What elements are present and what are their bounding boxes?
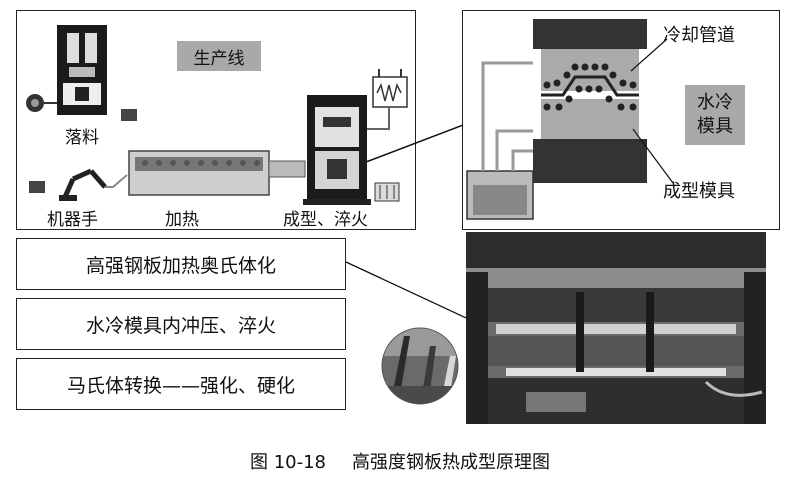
figure-number: 图 10-18 [249,452,327,473]
process-step-1: 高强钢板加热奥氏体化 [16,238,346,290]
die-drawing [466,19,674,220]
hot-stamping-photo [466,232,766,424]
figure-title: 高强度钢板热成型原理图 [352,452,551,473]
water-cooled-die-label: 水冷 模具 [685,85,745,145]
forming-press [303,95,371,205]
process-step-3: 马氏体转换——强化、硬化 [16,358,346,410]
figure-caption: 图 10-18 高强度钢板热成型原理图 [0,448,800,474]
heating-label: 加热 [165,210,199,230]
blanking-label: 落料 [65,128,99,148]
production-line-panel: 生产线 落料 机器手 加热 成型、淬火 [16,10,416,230]
production-line-drawing [26,25,408,205]
forming-die-label: 成型模具 [663,181,735,202]
control-box [121,109,137,121]
forming-label: 成型、淬火 [283,210,368,230]
cooling-unit [374,182,400,202]
production-line-title: 生产线 [177,41,261,71]
steel-coil [26,94,57,112]
process-step-2: 水冷模具内冲压、淬火 [16,298,346,350]
robot-arm [62,168,107,199]
transformer [367,69,408,130]
robot-label: 机器手 [47,210,98,230]
detail-photo-circle [381,327,459,405]
die-detail-panel: 冷却管道 水冷 模具 成型模具 [462,10,780,230]
cooling-pipe-label: 冷却管道 [663,25,735,46]
cooling-channels [543,63,637,111]
heating-furnace [128,150,306,196]
control-box-2 [29,181,45,193]
blanking-press [57,25,107,115]
